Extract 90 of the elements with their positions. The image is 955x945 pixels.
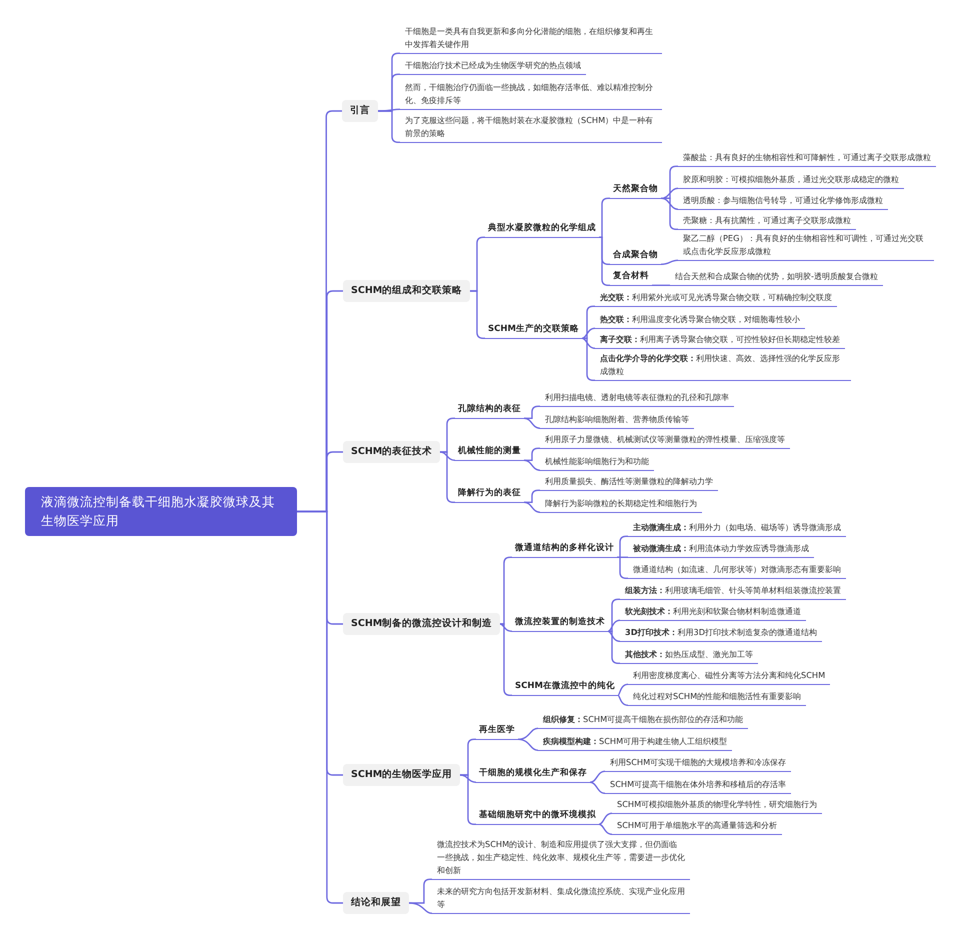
subtopic-label: 复合材料 [610,270,652,286]
subtopic-label: 天然聚合物 [610,183,661,199]
connector-line [599,236,610,286]
leaf-text: 降解行为影响微粒的长期稳定性和细胞行为 [540,497,702,513]
topic-box: SCHM的生物医学应用 [343,764,460,786]
connector-line [524,418,540,429]
subtopic-label: 基础细胞研究中的微环境模拟 [476,809,599,825]
leaf-text: 利用密度梯度离心、磁性分离等方法分离和纯化SCHM [628,669,830,685]
leaf-text: 干细胞是一类具有自我更新和多向分化潜能的细胞，在组织修复和再生中发挥着关键作用 [400,25,662,54]
leaf-text: 其他技术：如热压成型、激光加工等 [620,648,758,664]
leaf-text: 组装方法：利用玻璃毛细管、针头等简单材料组装微流控装置 [620,584,846,600]
connector-line [524,406,540,419]
leaf-text: SCHM可用于单细胞水平的高通量筛选和分析 [612,819,782,835]
connector-line [660,198,678,210]
leaf-text: 疾病模型构建：SCHM可用于构建生物人工组织模型 [538,735,732,751]
connector-line [598,824,612,835]
leaf-text: 为了克服这些问题，将干细胞封装在水凝胶微粒（SCHM）中是一种有前景的策略 [400,114,662,143]
topic-box: SCHM的组成和交联策略 [343,280,470,302]
connector-line [661,198,678,230]
connector-line [582,328,596,339]
leaf-text: 热交联：利用温度变化诱导聚合物交联，对细胞毒性较小 [595,313,805,329]
connector-line [608,630,620,664]
leaf-text: 结合天然和合成聚合物的优势，如明胶-透明质酸复合微粒 [670,270,883,286]
subtopic-label: 机械性能的测量 [455,445,524,461]
leaf-text: 利用扫描电镜、透射电镜等表征微粒的孔径和孔隙率 [540,391,734,407]
connector-line [660,188,678,199]
connector-line [524,460,540,471]
topic-box: 引言 [342,100,378,122]
connector-line [652,284,670,286]
leaf-text: 藻酸盐：具有良好的生物相容性和可降解性，可通过离子交联形成微粒 [678,151,936,167]
root-topic-box: 液滴微流控制备载干细胞水凝胶微球及其生物医学应用 [25,487,297,536]
leaf-text: 点击化学介导的化学交联：利用快速、高效、选择性强的化学反应形成微粒 [595,352,851,381]
connector-line [618,694,628,706]
leaf-text: 利用质量损失、酶活性等测量微粒的降解动力学 [540,475,718,491]
leaf-text: SCHM可模拟细胞外基质的物理化学特性，研究细胞行为 [612,798,822,814]
leaf-text: 离子交联：利用离子诱导聚合物交联，可控性较好但长期稳定性较差 [595,333,845,349]
leaf-text: 壳聚糖：具有抗菌性，可通过离子交联形成微粒 [678,214,856,230]
leaf-text: 软光刻技术：利用光刻和软聚合物材料制造微通道 [620,605,806,621]
topic-box: SCHM制备的微流控设计和制造 [343,613,500,635]
leaf-text: 微通道结构（如流速、几何形状等）对微滴形态有重要影响 [628,563,846,579]
subtopic-label: 孔隙结构的表征 [455,403,524,419]
leaf-text: 微流控技术为SCHM的设计、制造和应用提供了强大支撑，但仍面临一些挑战，如生产稳定性、纯化效率、规模化生产等，需要进一步优化和创新 [432,838,690,880]
connector-line [460,774,476,783]
connector-line [608,630,620,642]
connector-line [524,490,540,503]
subtopic-label: 微通道结构的多样化设计 [512,542,617,558]
leaf-text: 3D打印技术：利用3D打印技术制造复杂的微通道结构 [620,626,822,642]
leaf-text: 组织修复：SCHM可提高干细胞在损伤部位的存活和功能 [538,713,748,729]
connector-line [618,684,628,696]
connector-line [518,728,538,740]
connector-line [500,623,512,632]
leaf-text: 利用SCHM可实现干细胞的大规模培养和冷冻保存 [605,756,792,772]
leaf-text: 机械性能影响细胞行为和功能 [540,455,654,471]
subtopic-label: 干细胞的规模化生产和保存 [476,767,590,783]
connector-line [524,448,540,461]
connector-line [408,902,432,914]
leaf-text: 主动微滴生成：利用外力（如电场、磁场等）诱导微滴形成 [628,521,846,537]
leaf-text: 未来的研究方向包括开发新材料、集成化微流控系统、实现产业化应用等 [432,885,690,914]
leaf-text: 然而，干细胞治疗仍面临一些挑战，如细胞存活率低、难以精准控制分化、免疫排斥等 [400,81,662,110]
connector-line [524,502,540,513]
subtopic-label: SCHM在微流控中的纯化 [512,680,618,696]
subtopic-label: 降解行为的表征 [455,487,524,503]
subtopic-label: 合成聚合物 [610,249,661,265]
connector-line [608,620,620,632]
connector-line [440,451,456,461]
connector-line [518,738,538,751]
connector-line [590,782,606,794]
connector-line [590,770,606,783]
leaf-text: 透明质酸：参与细胞信号转导，可通过化学修饰形成微粒 [678,194,888,210]
connector-line [598,812,612,825]
subtopic-label: 微流控装置的制造技术 [512,616,608,632]
subtopic-label: SCHM生产的交联策略 [485,323,582,339]
subtopic-label: 再生医学 [476,724,518,740]
leaf-text: 被动微滴生成：利用流体动力学效应诱导微滴形成 [628,542,814,558]
topic-box: 结论和展望 [343,892,409,914]
connector-line [617,556,628,579]
connector-line [582,338,596,349]
leaf-text: 干细胞治疗技术已经成为生物医学研究的热点领域 [400,59,586,75]
leaf-text: 纯化过程对SCHM的性能和细胞活性有重要影响 [628,690,806,706]
leaf-text: SCHM可提高干细胞在体外培养和移植后的存活率 [605,778,792,794]
connector-line [617,536,628,558]
connector-line [660,260,678,265]
topic-box: SCHM的表征技术 [343,441,440,463]
connector-line [378,108,400,112]
leaf-text: 利用原子力显微镜、机械测试仪等测量微粒的弹性模量、压缩强度等 [540,433,790,449]
leaf-text: 光交联：利用紫外光或可见光诱导聚合物交联，可精确控制交联度 [595,291,837,307]
leaf-text: 聚乙二醇（PEG）：具有良好的生物相容性和可调性，可通过光交联或点击化学反应形成微粒 [678,232,934,261]
leaf-text: 孔隙结构影响细胞附着、营养物质传输等 [540,413,694,429]
leaf-text: 胶原和明胶：可模拟细胞外基质，通过光交联形成稳定的微粒 [678,173,904,189]
subtopic-label: 典型水凝胶微粒的化学组成 [485,222,599,238]
